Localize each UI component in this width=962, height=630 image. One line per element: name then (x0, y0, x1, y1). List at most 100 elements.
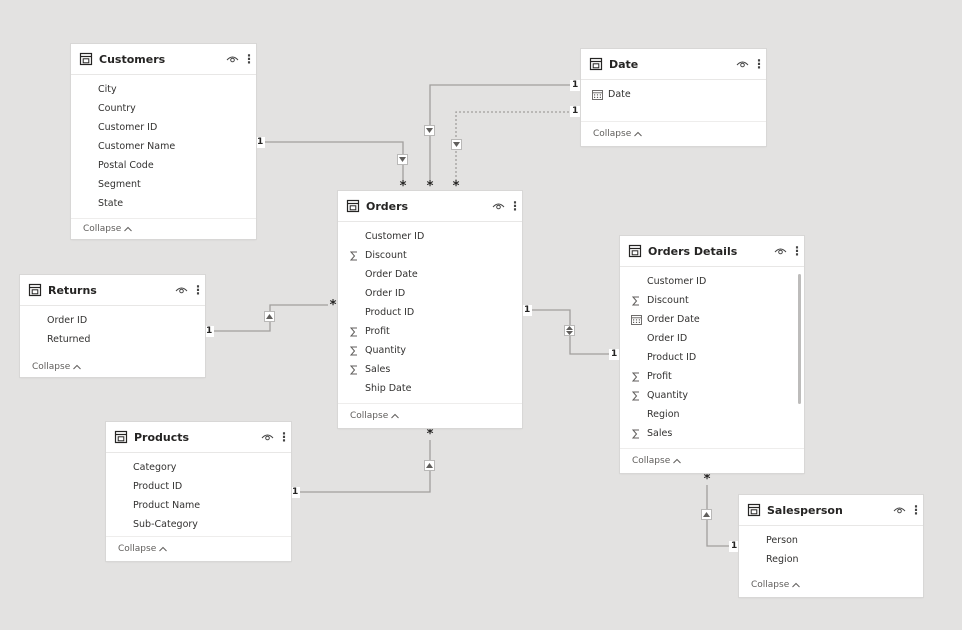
field-row[interactable]: Product ID (620, 348, 804, 367)
field-row[interactable]: Region (620, 405, 804, 424)
table-icon (114, 430, 128, 444)
table-card-date[interactable]: Date ⋮ Date Collapse (581, 49, 766, 146)
scrollbar[interactable] (798, 274, 801, 404)
visibility-eye-icon[interactable] (226, 54, 239, 64)
filter-arrow-both-icon[interactable] (564, 325, 575, 336)
field-row[interactable]: Customer Name (71, 137, 256, 156)
collapse-button[interactable]: Collapse (739, 573, 923, 597)
filter-arrow-up-icon[interactable] (424, 460, 435, 471)
field-row[interactable]: Person (739, 531, 923, 550)
field-row[interactable]: Postal Code (71, 156, 256, 175)
table-header[interactable]: Returns ⋮ (20, 275, 205, 306)
field-row[interactable]: Profit (620, 367, 804, 386)
more-options-icon[interactable]: ⋮ (243, 52, 255, 66)
more-options-icon[interactable]: ⋮ (910, 503, 922, 517)
field-label: Country (98, 103, 136, 114)
field-row[interactable]: Ship Date (338, 379, 522, 398)
table-icon (747, 503, 761, 517)
more-options-icon[interactable]: ⋮ (753, 57, 765, 71)
table-title: Orders (366, 199, 409, 213)
field-label: Quantity (647, 390, 689, 401)
visibility-eye-icon[interactable] (774, 246, 787, 256)
table-header[interactable]: Customers ⋮ (71, 44, 256, 75)
field-row[interactable]: Date (581, 85, 766, 104)
collapse-button[interactable]: Collapse (71, 218, 256, 239)
field-row[interactable]: Profit (338, 322, 522, 341)
field-row[interactable]: City (71, 80, 256, 99)
relationship-line-orders-details-salesperson (706, 473, 739, 547)
more-options-icon[interactable]: ⋮ (192, 283, 204, 297)
visibility-eye-icon[interactable] (736, 59, 749, 69)
sum-icon (347, 346, 361, 356)
field-row[interactable]: Segment (71, 175, 256, 194)
field-row[interactable]: Quantity (338, 341, 522, 360)
field-row[interactable]: Product ID (338, 303, 522, 322)
more-options-icon[interactable]: ⋮ (278, 430, 290, 444)
table-header[interactable]: Salesperson ⋮ (739, 495, 923, 526)
field-label: Region (647, 409, 680, 420)
filter-arrow-down-icon[interactable] (397, 154, 408, 165)
filter-arrow-up-icon[interactable] (264, 311, 275, 322)
field-row[interactable]: Category (106, 458, 291, 477)
field-row[interactable]: Order ID (20, 311, 205, 330)
field-label: Postal Code (98, 160, 154, 171)
collapse-button[interactable]: Collapse (338, 403, 522, 428)
visibility-eye-icon[interactable] (893, 505, 906, 515)
table-header[interactable]: Date ⋮ (581, 49, 766, 80)
field-row[interactable]: Region (739, 550, 923, 569)
field-row[interactable]: Discount (620, 291, 804, 310)
field-row[interactable]: Country (71, 99, 256, 118)
field-label: Profit (647, 371, 672, 382)
visibility-eye-icon[interactable] (175, 285, 188, 295)
field-row[interactable]: Discount (338, 246, 522, 265)
field-row[interactable]: Sales (620, 424, 804, 443)
filter-arrow-down-icon[interactable] (424, 125, 435, 136)
more-options-icon[interactable]: ⋮ (509, 199, 521, 213)
field-row[interactable]: Order Date (620, 310, 804, 329)
collapse-button[interactable]: Collapse (620, 448, 804, 473)
field-label: Sub-Category (133, 519, 198, 530)
field-row[interactable]: Product ID (106, 477, 291, 496)
field-row[interactable]: Order ID (338, 284, 522, 303)
field-label: Product ID (647, 352, 697, 363)
table-header[interactable]: Products ⋮ (106, 422, 291, 453)
field-row[interactable]: Quantity (620, 386, 804, 405)
visibility-eye-icon[interactable] (492, 201, 505, 211)
field-row[interactable]: Sales (338, 360, 522, 379)
collapse-label: Collapse (118, 544, 157, 554)
chevron-up-icon (634, 131, 643, 137)
table-title: Customers (99, 52, 166, 66)
field-row[interactable]: Product Name (106, 496, 291, 515)
field-label: Order Date (365, 269, 418, 280)
more-options-icon[interactable]: ⋮ (791, 244, 803, 258)
field-label: Discount (647, 295, 689, 306)
filter-arrow-down-icon[interactable] (451, 139, 462, 150)
field-row[interactable]: Customer ID (71, 118, 256, 137)
table-header[interactable]: Orders ⋮ (338, 191, 522, 222)
field-row[interactable]: Order Date (338, 265, 522, 284)
field-row[interactable]: State (71, 194, 256, 213)
field-row[interactable]: Sub-Category (106, 515, 291, 534)
table-header[interactable]: Orders Details ⋮ (620, 236, 804, 267)
field-row[interactable]: Customer ID (338, 227, 522, 246)
collapse-button[interactable]: Collapse (20, 357, 205, 377)
field-label: Order Date (647, 314, 700, 325)
calendar-icon (590, 89, 604, 100)
collapse-button[interactable]: Collapse (106, 536, 291, 561)
cardinality-many-orders-products: * (425, 427, 435, 442)
collapse-button[interactable]: Collapse (581, 121, 766, 146)
filter-arrow-up-icon[interactable] (701, 509, 712, 520)
field-row[interactable]: Order ID (620, 329, 804, 348)
field-row[interactable]: Returned (20, 330, 205, 349)
visibility-eye-icon[interactable] (261, 432, 274, 442)
field-row[interactable]: Customer ID (620, 272, 804, 291)
